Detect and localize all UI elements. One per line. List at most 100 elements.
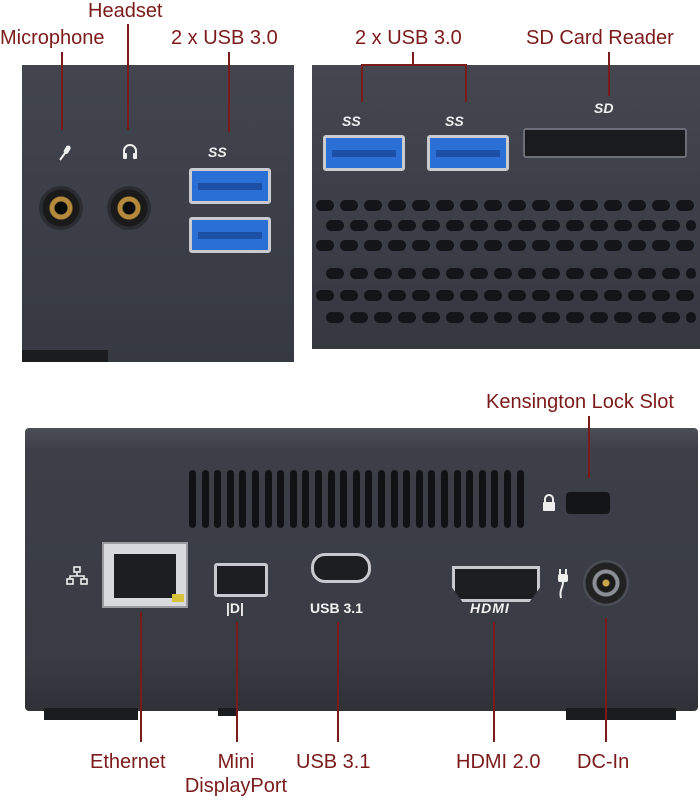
grille-slot xyxy=(326,268,344,279)
headset-jack[interactable] xyxy=(107,186,151,230)
vent-slot xyxy=(214,470,222,528)
dc-in-leader xyxy=(605,618,607,742)
grille-slot xyxy=(652,200,670,211)
vent-slot xyxy=(453,470,461,528)
vent-slot xyxy=(327,470,335,528)
grille-slot xyxy=(316,200,334,211)
grille-slot xyxy=(422,268,440,279)
grille-slot xyxy=(638,312,656,323)
headset-leader xyxy=(127,24,129,130)
grille-slot xyxy=(388,240,406,251)
usb30-left-label: 2 x USB 3.0 xyxy=(171,27,278,49)
ethernet-leader xyxy=(140,612,142,742)
headset-icon xyxy=(121,143,139,164)
ethernet-led xyxy=(172,594,184,602)
grille-slot xyxy=(364,200,382,211)
grille-slot xyxy=(422,312,440,323)
vent-slot xyxy=(352,470,360,528)
hdmi-marking: HDMI xyxy=(470,600,510,616)
usb-ss-icon: SS xyxy=(445,113,464,129)
usb30-right-tick-2 xyxy=(465,64,467,102)
mini-dp-symbol: |D| xyxy=(226,600,244,616)
hdmi-label: HDMI 2.0 xyxy=(456,751,541,773)
sd-card-label: SD Card Reader xyxy=(526,27,674,49)
hdmi-port[interactable] xyxy=(452,566,540,602)
usb-3-1-marking: USB 3.1 xyxy=(310,600,363,616)
grille-slot xyxy=(662,220,680,231)
mini-dp-label-line2: DisplayPort xyxy=(184,775,288,797)
usb-3-0-port[interactable] xyxy=(427,135,509,171)
grille-slot xyxy=(446,268,464,279)
grille-slot xyxy=(508,290,526,301)
grille-slot xyxy=(374,312,392,323)
grille-slot xyxy=(532,290,550,301)
microphone-leader xyxy=(61,52,63,130)
usb30-right-tick-1 xyxy=(361,64,363,102)
lock-icon xyxy=(542,494,556,515)
grille-slot xyxy=(604,200,622,211)
grille-slot xyxy=(532,240,550,251)
mini-displayport-port[interactable] xyxy=(214,563,268,597)
kensington-label: Kensington Lock Slot xyxy=(486,391,674,413)
grille-slot xyxy=(436,290,454,301)
grille-slot xyxy=(494,312,512,323)
usb30-left-leader xyxy=(228,52,230,132)
grille-slot xyxy=(374,220,392,231)
grille-slot xyxy=(614,312,632,323)
grille-slot xyxy=(652,290,670,301)
grille-slot xyxy=(614,220,632,231)
microphone-icon xyxy=(56,144,72,165)
microphone-jack[interactable] xyxy=(39,186,83,230)
grille-slot xyxy=(676,240,694,251)
vent-slot xyxy=(491,470,499,528)
grille-slot xyxy=(676,290,694,301)
grille-slot xyxy=(436,200,454,211)
ethernet-label: Ethernet xyxy=(90,751,166,773)
usb-3-0-port[interactable] xyxy=(189,168,271,204)
panel-foot xyxy=(22,350,108,362)
usb-3-0-port[interactable] xyxy=(323,135,405,171)
grille-slot xyxy=(484,290,502,301)
grille-slot xyxy=(412,200,430,211)
grille-slot xyxy=(614,268,632,279)
kensington-lock-slot[interactable] xyxy=(566,492,610,514)
vent-slot xyxy=(441,470,448,528)
grille-slot xyxy=(556,240,574,251)
grille-slot xyxy=(340,290,358,301)
dc-in-port[interactable] xyxy=(583,560,629,606)
usb-c-port[interactable] xyxy=(311,553,371,583)
sd-logo: SD xyxy=(594,100,614,116)
grille-slot xyxy=(580,200,598,211)
rear-foot-right xyxy=(566,708,676,720)
grille-slot xyxy=(662,268,680,279)
grille-slot xyxy=(326,312,344,323)
grille-slot xyxy=(542,220,560,231)
sd-card-slot[interactable] xyxy=(523,128,687,158)
vent-slot xyxy=(201,470,209,528)
usb-3-0-port[interactable] xyxy=(189,217,271,253)
vent-slot xyxy=(516,470,524,528)
grille-slot xyxy=(412,290,430,301)
grille-slot xyxy=(604,240,622,251)
vent-slot xyxy=(415,470,423,528)
sd-card-leader xyxy=(608,52,610,96)
grille-slot xyxy=(686,312,696,323)
grille-slot xyxy=(412,240,430,251)
grille-slot xyxy=(542,312,560,323)
grille-slot xyxy=(628,200,646,211)
grille-slot xyxy=(580,240,598,251)
grille-slot xyxy=(676,200,694,211)
grille-slot xyxy=(628,240,646,251)
vent-slot xyxy=(428,470,436,528)
dc-in-label: DC-In xyxy=(577,751,630,773)
grille-slot xyxy=(364,290,382,301)
grille-slot xyxy=(556,290,574,301)
grille-slot xyxy=(532,200,550,211)
grille-slot xyxy=(518,220,536,231)
grille-slot xyxy=(388,200,406,211)
microphone-label: Microphone xyxy=(0,27,105,49)
grille-slot xyxy=(542,268,560,279)
grille-slot xyxy=(628,290,646,301)
grille-slot xyxy=(566,220,584,231)
network-icon xyxy=(66,566,88,589)
